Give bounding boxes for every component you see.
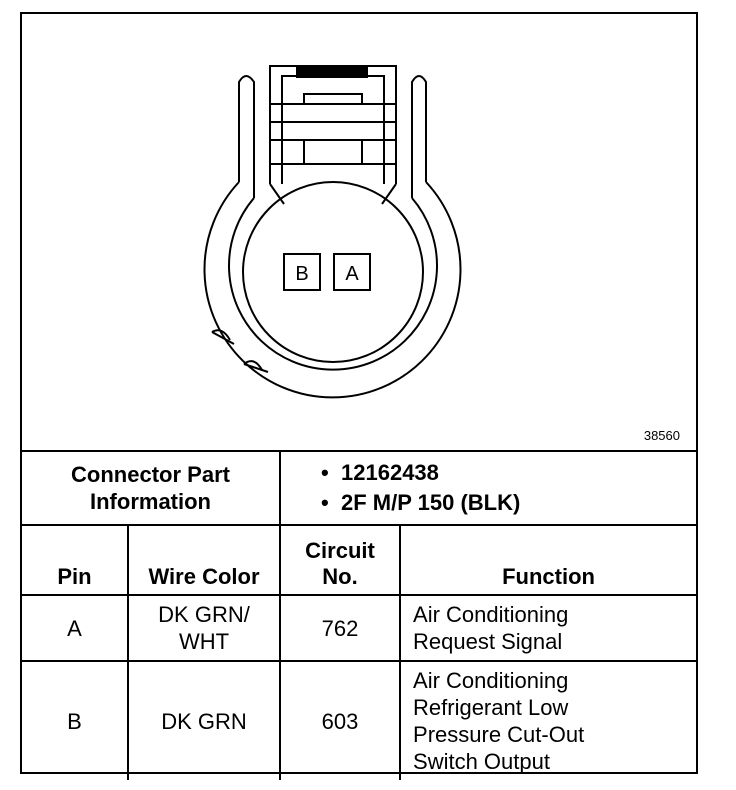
part-description: •2F M/P 150 (BLK) [321,490,521,515]
table-row: A DK GRN/ WHT 762 Air Conditioning Reque… [22,594,697,662]
header-wire-color: Wire Color [126,524,282,596]
pin-cavity-a [333,253,371,291]
header-circuit: Circuit No. [279,524,402,596]
circuit-cell: 603 [279,660,402,780]
header-pin: Pin [22,524,129,596]
function-cell: Air Conditioning Refrigerant Low Pressur… [399,660,697,780]
connector-drawing: B A [203,65,462,399]
lock-tab [296,66,368,78]
connector-diagram-frame: B A 38560 Connector Part Information •12… [20,12,698,780]
part-info-label: Connector Part Information [22,450,282,526]
function-cell: Air Conditioning Request Signal [399,594,697,662]
wire-color-cell: DK GRN/ WHT [126,594,282,662]
pin-label-a: A [345,263,359,285]
pin-cavity-b [283,253,321,291]
pin-cell: A [22,594,129,662]
part-info-values: •12162438 •2F M/P 150 (BLK) [279,450,697,526]
circuit-cell: 762 [279,594,402,662]
figure-number: 38560 [643,428,680,443]
wire-color-cell: DK GRN [126,660,282,780]
table-row: B DK GRN 603 Air Conditioning Refrigeran… [22,660,697,780]
pin-label-b: B [295,263,308,285]
part-number: •12162438 [321,460,439,485]
pin-cell: B [22,660,129,780]
part-info-row: Connector Part Information •12162438 •2F… [22,450,697,526]
connector-info-table: Connector Part Information •12162438 •2F… [22,450,697,780]
table-header-row: Pin Wire Color Circuit No. Function [22,524,697,596]
header-function: Function [399,524,697,596]
